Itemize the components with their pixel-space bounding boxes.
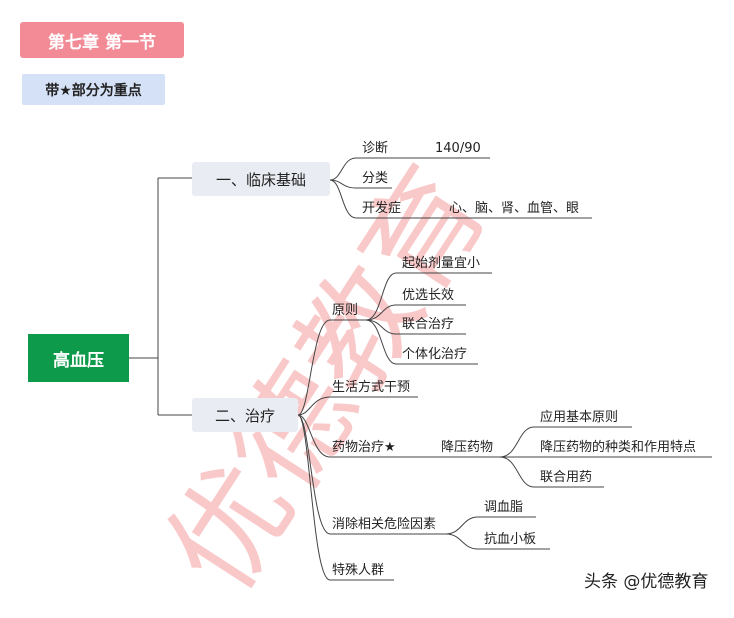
node-basic-principles[interactable]: 应用基本原则: [540, 410, 619, 425]
branch-treatment[interactable]: 二、治疗: [192, 398, 298, 432]
node-drug-therapy[interactable]: 药物治疗★: [332, 440, 396, 455]
footer-credit: 头条 @优德教育: [584, 572, 709, 592]
node-antihypertensive-drugs[interactable]: 降压药物: [441, 440, 494, 455]
node-risk-factors[interactable]: 消除相关危险因素: [332, 517, 437, 532]
node-principle-combination[interactable]: 联合治疗: [402, 317, 455, 332]
root-topic[interactable]: 高血压: [28, 334, 129, 382]
node-principle-low-start-dose[interactable]: 起始剂量宜小: [402, 256, 481, 271]
node-drug-types[interactable]: 降压药物的种类和作用特点: [540, 440, 697, 455]
node-drug-combination[interactable]: 联合用药: [540, 470, 593, 485]
chapter-tag: 第七章 第一节: [20, 22, 184, 58]
node-principles[interactable]: 原则: [332, 303, 359, 318]
node-lipid-regulation[interactable]: 调血脂: [484, 500, 524, 515]
node-classification[interactable]: 分类: [362, 171, 389, 186]
node-lifestyle[interactable]: 生活方式干预: [332, 380, 411, 395]
branch-clinical-basics[interactable]: 一、临床基础: [192, 162, 330, 196]
node-antiplatelet[interactable]: 抗血小板: [484, 532, 537, 547]
node-principle-long-acting[interactable]: 优选长效: [402, 288, 455, 303]
key-points-note: 带★部分为重点: [22, 74, 165, 105]
connector-lines: [129, 157, 712, 581]
node-complications-value: 心、脑、肾、血管、眼: [449, 201, 580, 216]
node-diagnosis[interactable]: 诊断: [362, 141, 389, 156]
node-diagnosis-value: 140/90: [435, 141, 481, 156]
node-special-populations[interactable]: 特殊人群: [332, 563, 385, 578]
node-principle-individualized[interactable]: 个体化治疗: [402, 347, 468, 362]
node-complications[interactable]: 开发症: [362, 201, 402, 216]
